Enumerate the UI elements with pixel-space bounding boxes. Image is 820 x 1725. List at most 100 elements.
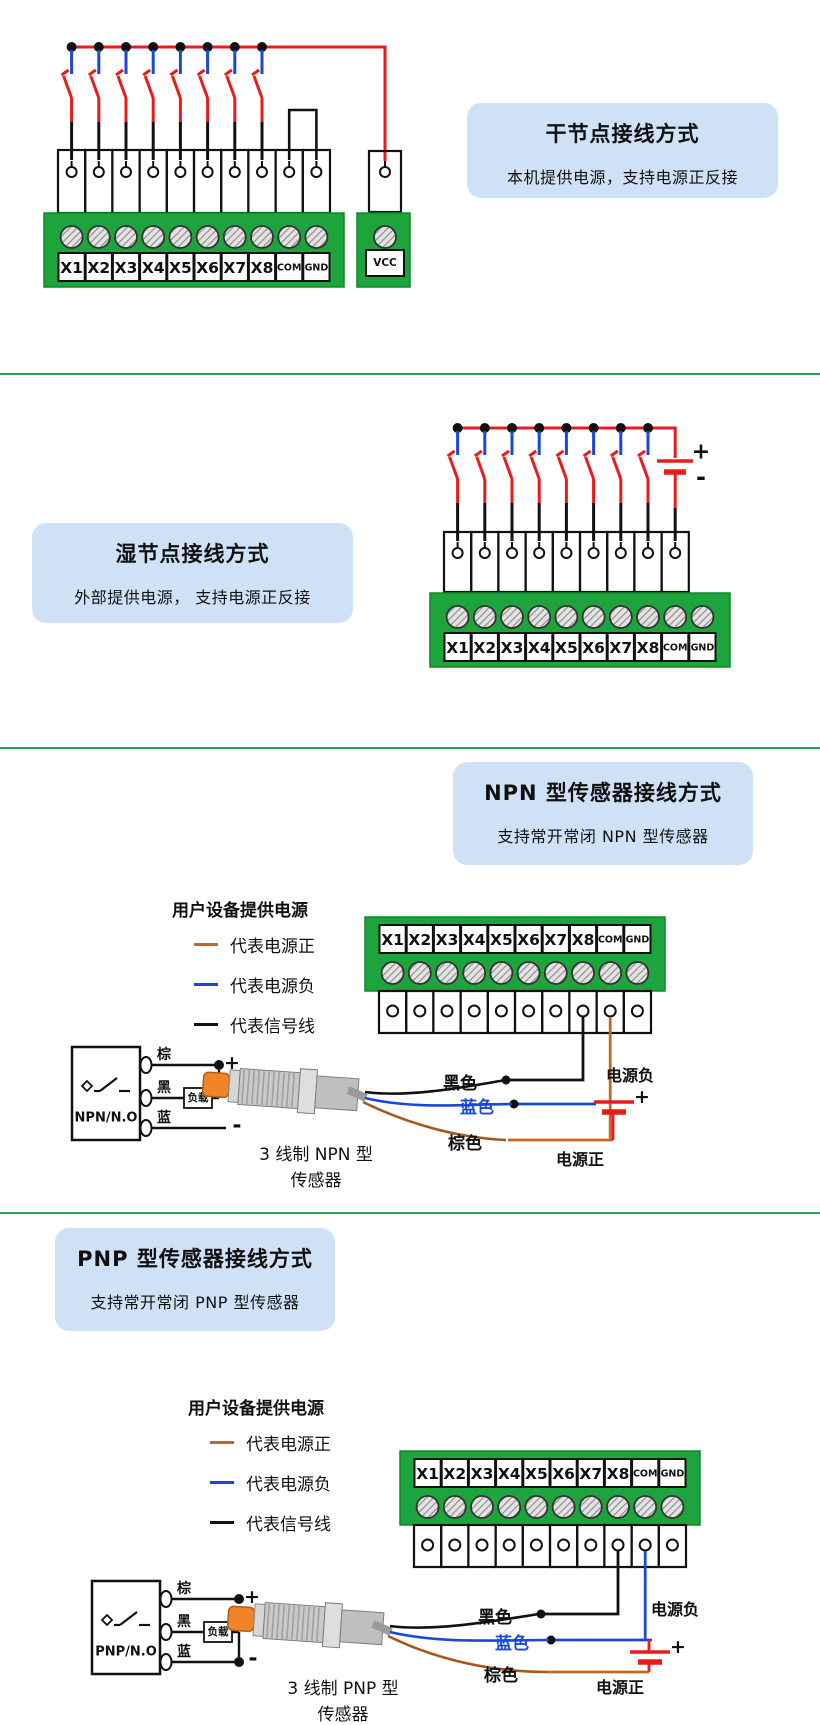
diamond-icon	[100, 1613, 114, 1627]
terminal-screw	[445, 605, 470, 629]
pin-contact	[201, 166, 214, 178]
terminal-label: X3	[115, 259, 138, 277]
terminal-screw	[472, 605, 497, 629]
junction-dot	[214, 1060, 224, 1070]
pin-contact	[421, 1538, 435, 1552]
sensor-schematic-box	[90, 1579, 162, 1676]
terminal-screw	[489, 961, 514, 985]
junction-dot	[234, 1594, 244, 1604]
terminal-label: COM	[663, 643, 688, 654]
switch-blade	[529, 456, 541, 480]
sensor-box-label: NPN/N.O	[75, 1111, 138, 1126]
sensor-terminal	[139, 1089, 153, 1107]
legend-item-power-negative: 代表电源负	[210, 1470, 388, 1495]
blue-wire-swatch	[210, 1481, 234, 1484]
legend-pnp-power: 用户设备提供电源 代表电源正 代表电源负 代表信号线	[188, 1394, 388, 1550]
terminal-label: X3	[436, 931, 459, 949]
legend-item-label: 代表电源正	[230, 937, 315, 957]
junction-dot	[509, 1099, 519, 1109]
sensor-minus-sign: -	[232, 1114, 241, 1139]
sensor-pin-label-blue: 蓝	[177, 1643, 191, 1660]
terminal-screw	[527, 605, 552, 629]
terminal-label: X7	[579, 1465, 602, 1483]
terminal-label: X2	[443, 1465, 466, 1483]
switch-hinge	[582, 449, 592, 458]
legend-item-label: 代表信号线	[230, 1017, 315, 1037]
terminal-label: X8	[607, 1465, 630, 1483]
terminal-screw	[598, 961, 623, 985]
terminal-label: GND	[691, 643, 715, 654]
terminal-label-cell	[549, 1458, 578, 1488]
terminal-label-cell	[365, 249, 405, 277]
bus-junction-dot	[93, 42, 104, 52]
switch-blade	[143, 75, 155, 99]
cable-strand-brown	[387, 1634, 548, 1674]
signal-wire-x8	[544, 1551, 620, 1616]
sensor-pin-label-brown: 棕	[176, 1580, 191, 1597]
terminal-screw	[625, 961, 650, 985]
legend-item-label: 代表信号线	[246, 1515, 331, 1535]
bus-junction-dot	[643, 423, 653, 433]
terminal-label: X2	[87, 259, 110, 277]
sensor-cable	[371, 1620, 393, 1636]
terminal-label: X4	[528, 639, 551, 657]
terminal-label-cell	[688, 632, 717, 662]
terminal-screw	[500, 605, 524, 629]
pin-contact	[147, 166, 160, 178]
switch-hinge	[528, 449, 538, 458]
cable-strand-blue	[389, 1630, 550, 1642]
terminal-screw	[581, 605, 606, 629]
pin-contact	[642, 547, 654, 559]
terminal-label-cell	[413, 1458, 442, 1488]
switch-blade	[62, 75, 74, 99]
pin-contact	[440, 1004, 454, 1018]
pin-contact	[283, 166, 296, 178]
terminal-screw	[636, 605, 660, 629]
pin-box	[660, 530, 690, 594]
legend-title: 用户设备提供电源	[188, 1399, 324, 1419]
terminal-label-cell	[631, 1458, 660, 1488]
switch-blade	[116, 75, 128, 99]
legend-item-signal: 代表信号线	[210, 1510, 388, 1535]
pin-contact	[65, 166, 78, 178]
pin-contact	[174, 166, 187, 178]
wire-label-black-pnp: 黑色	[478, 1608, 512, 1628]
bus-junction-dot	[257, 42, 267, 52]
terminal-label: X5	[555, 639, 578, 657]
bus-junction-dot	[588, 423, 599, 433]
pin-contact	[522, 1004, 536, 1018]
bus-junction-dot	[507, 423, 517, 433]
terminal-screw	[442, 1495, 467, 1519]
terminal-label: X7	[544, 931, 567, 949]
legend-item-power-negative: 代表电源负	[194, 972, 372, 997]
black-wire-swatch	[210, 1521, 234, 1524]
power-positive-label-npn: 电源正	[556, 1150, 605, 1169]
contact-blade	[119, 1611, 138, 1626]
callout-subtitle: 外部提供电源， 支持电源正反接	[74, 588, 311, 607]
switch-hinge	[169, 68, 179, 77]
terminal-label-cell	[495, 1458, 524, 1488]
terminal-label: X6	[517, 931, 540, 949]
legend-item-power-positive: 代表电源正	[210, 1430, 388, 1455]
switch-hinge	[446, 449, 456, 458]
terminal-label-cell	[470, 632, 499, 662]
terminal-screw	[380, 961, 405, 985]
terminal-label: X1	[381, 931, 404, 949]
terminal-label-cell	[443, 632, 472, 662]
pin-contact	[494, 1004, 508, 1018]
pin-contact	[256, 166, 268, 178]
terminal-label: X6	[582, 639, 605, 657]
terminal-label-cell	[522, 1458, 551, 1488]
diamond-icon	[80, 1079, 94, 1093]
switch-hinge	[60, 68, 70, 77]
sensor-caption-line2-npn: 传感器	[290, 1171, 342, 1191]
pin-contact	[529, 1538, 543, 1552]
terminal-screw	[497, 1495, 522, 1519]
switch-blade	[475, 456, 487, 480]
external-power-bus	[457, 426, 677, 458]
callout-subtitle: 支持常开常闭 PNP 型传感器	[90, 1293, 300, 1312]
signal-wire-x8	[509, 1017, 585, 1082]
terminal-label: X8	[637, 639, 660, 657]
bus-junction-dot	[534, 423, 545, 433]
sensor-caption-line2-pnp: 传感器	[317, 1705, 369, 1725]
